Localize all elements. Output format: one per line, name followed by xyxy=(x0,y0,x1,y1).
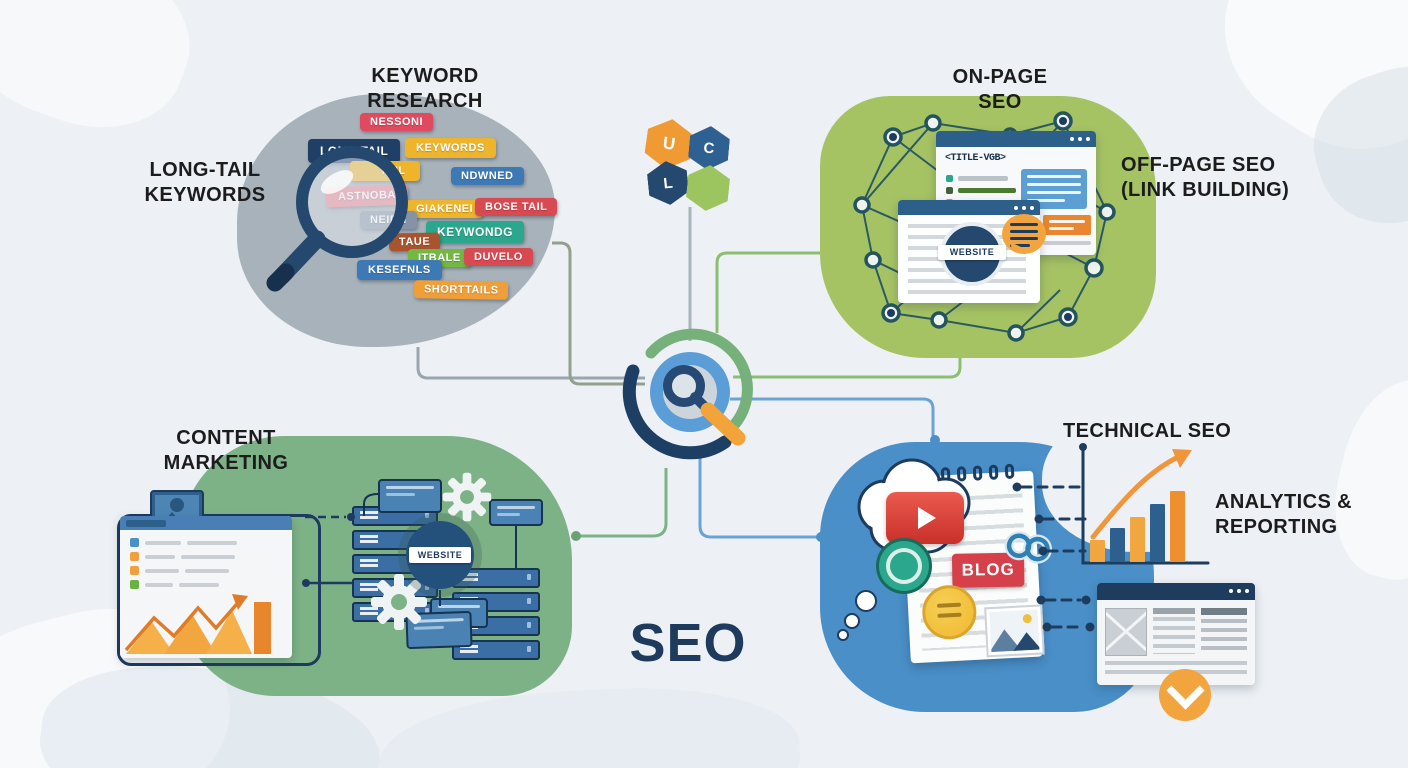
technical-bar-chart xyxy=(1090,489,1185,562)
off-page-seo-label: OFF-PAGE SEO (LINK BUILDING) xyxy=(1121,154,1290,201)
youtube-play-icon xyxy=(886,492,964,544)
window-dots-icon xyxy=(1229,589,1249,593)
seo-magnifier-icon xyxy=(622,328,753,460)
window-titlebar xyxy=(936,131,1096,147)
bar xyxy=(1090,540,1105,562)
window-dots-icon xyxy=(1070,137,1090,141)
checklist-row xyxy=(946,175,1008,182)
magnifying-glass-icon xyxy=(266,146,408,292)
globe-badge-icon xyxy=(876,538,932,594)
gear-icon xyxy=(442,472,492,522)
keyword-tag: KEYWORDS xyxy=(405,138,496,158)
center-seo-title: SEO xyxy=(629,613,747,673)
keyword-tag: DUVELO xyxy=(464,248,533,266)
thought-bubble xyxy=(855,590,877,612)
title-tag-text: <TITLE-VGB> xyxy=(945,153,1006,164)
image-placeholder-icon xyxy=(1105,608,1147,656)
legend-row xyxy=(130,538,237,547)
link-icon xyxy=(1004,531,1053,564)
column-header xyxy=(1201,608,1247,615)
bar xyxy=(1110,528,1125,562)
window-outline xyxy=(117,514,321,666)
long-tail-keywords-label: LONG-TAIL KEYWORDS xyxy=(144,159,266,206)
website-label: WEBSITE xyxy=(938,245,1006,260)
ad-panel xyxy=(1043,215,1091,235)
window-titlebar xyxy=(120,516,292,530)
analytics-reporting-label: ANALYTICS & REPORTING xyxy=(1215,491,1353,538)
speech-bubble-icon xyxy=(1002,214,1046,254)
legend-row xyxy=(130,580,219,589)
keyword-tag: BOSE TAIL xyxy=(475,198,558,216)
website-circle: WEBSITE xyxy=(406,521,474,589)
website-window: WEBSITE xyxy=(898,200,1046,303)
analytics-chart-window xyxy=(120,516,292,658)
data-card xyxy=(378,479,442,513)
legend-row xyxy=(130,566,229,575)
bar xyxy=(1150,504,1165,562)
keyword-tag: KESEFNLS xyxy=(357,260,442,280)
growth-chart xyxy=(124,594,271,654)
window-dots-icon xyxy=(1014,206,1034,210)
wireframe-window xyxy=(1097,583,1255,685)
keyword-tag: GIAKENEI xyxy=(406,200,484,218)
technical-seo-label: TECHNICAL SEO xyxy=(1063,420,1232,442)
bar xyxy=(1170,491,1185,562)
legend-row xyxy=(130,552,235,561)
data-card xyxy=(489,499,543,526)
website-label: WEBSITE xyxy=(409,547,471,563)
content-marketing-label: CONTENT MARKETING xyxy=(163,427,289,474)
gear-icon xyxy=(371,574,427,630)
keyword-tag: NDWNED xyxy=(451,167,524,185)
keyword-research-label: KEYWORD RESEARCH xyxy=(367,65,483,112)
bar xyxy=(1130,517,1145,562)
keyword-tag: KEYWONDG xyxy=(426,221,524,243)
checklist-row xyxy=(946,187,1016,194)
window-titlebar xyxy=(1097,583,1255,600)
thought-bubble xyxy=(844,613,860,629)
text-lines xyxy=(1153,608,1195,654)
window-titlebar xyxy=(898,200,1040,215)
chevron-badge-icon xyxy=(1159,669,1211,721)
thought-bubble xyxy=(837,629,849,641)
on-page-seo-label: ON-PAGE SEO xyxy=(952,66,1048,113)
keyword-tag: NESSONI xyxy=(360,113,434,131)
text-lines xyxy=(1201,619,1247,655)
